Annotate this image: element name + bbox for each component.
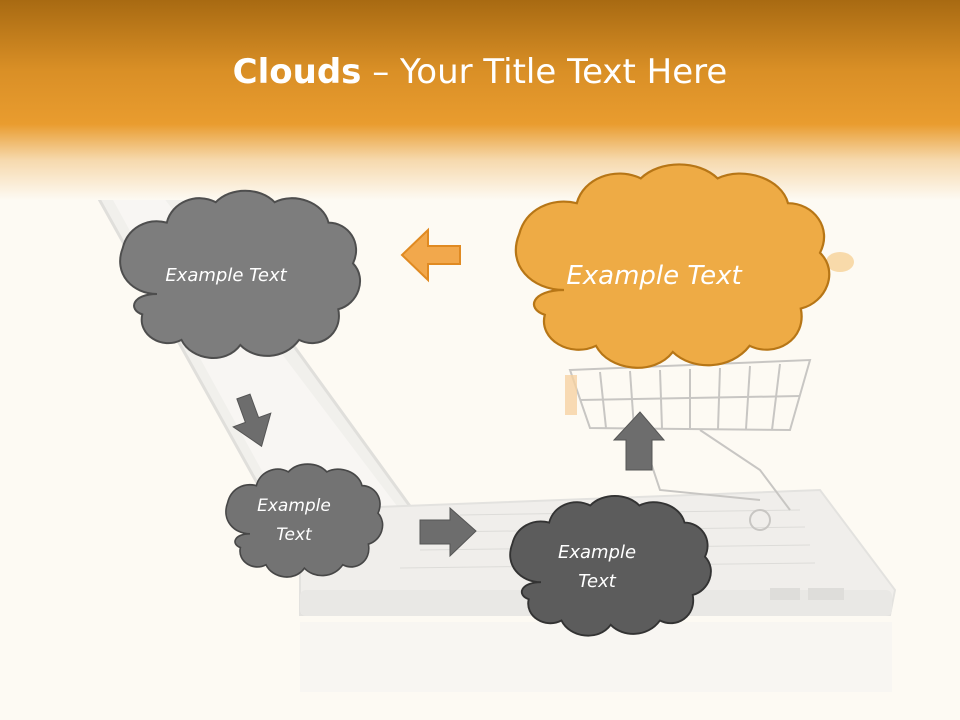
title-rest: Your Title Text Here — [400, 52, 728, 92]
cloud-top-left-text: Example Text — [165, 265, 287, 286]
arrow-left-icon — [400, 227, 461, 283]
header-band — [0, 0, 960, 200]
slide-title[interactable]: Clouds – Your Title Text Here — [0, 52, 960, 92]
cloud-top-right-text: Example Text — [566, 261, 742, 291]
cloud-bottom-center[interactable]: Example Text — [509, 494, 712, 637]
cloud-bottom-center-line2: Text — [578, 571, 616, 592]
arrow-right-icon — [419, 506, 477, 558]
cloud-mid-left-line1: Example — [257, 496, 331, 516]
cloud-mid-left-line2: Text — [276, 525, 313, 545]
cloud-top-left[interactable]: Example Text — [118, 189, 362, 360]
cloud-top-right[interactable]: Example Text — [514, 162, 831, 370]
cloud-bottom-center-line1: Example — [558, 542, 636, 563]
title-dash: – — [361, 52, 401, 92]
arrow-down-icon — [232, 393, 272, 448]
title-bold: Clouds — [232, 52, 362, 92]
arrow-up-icon — [612, 411, 666, 471]
cloud-mid-left[interactable]: Example Text — [225, 463, 384, 578]
